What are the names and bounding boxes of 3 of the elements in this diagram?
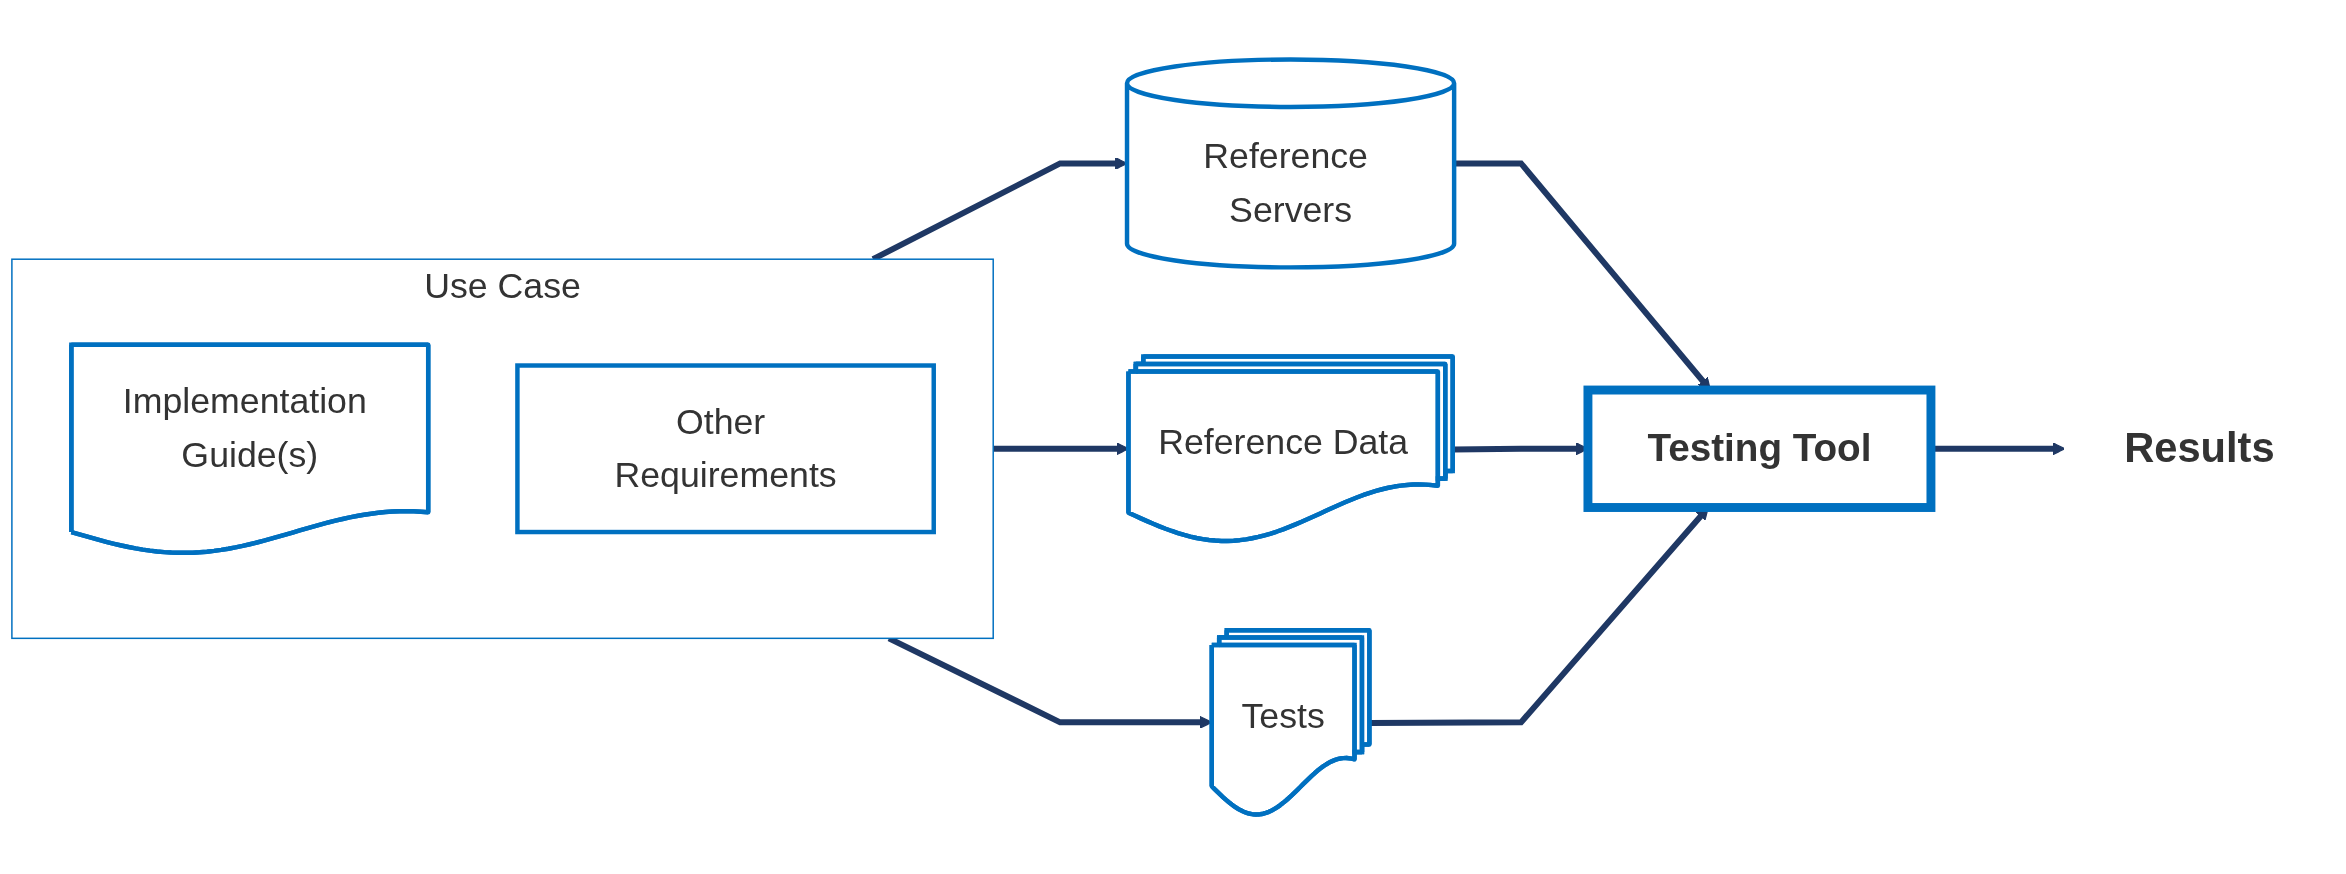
node-text: Results (2124, 424, 2275, 472)
node-box: Other Requirements (515, 363, 936, 535)
node-box: Testing Tool (1583, 385, 1936, 512)
